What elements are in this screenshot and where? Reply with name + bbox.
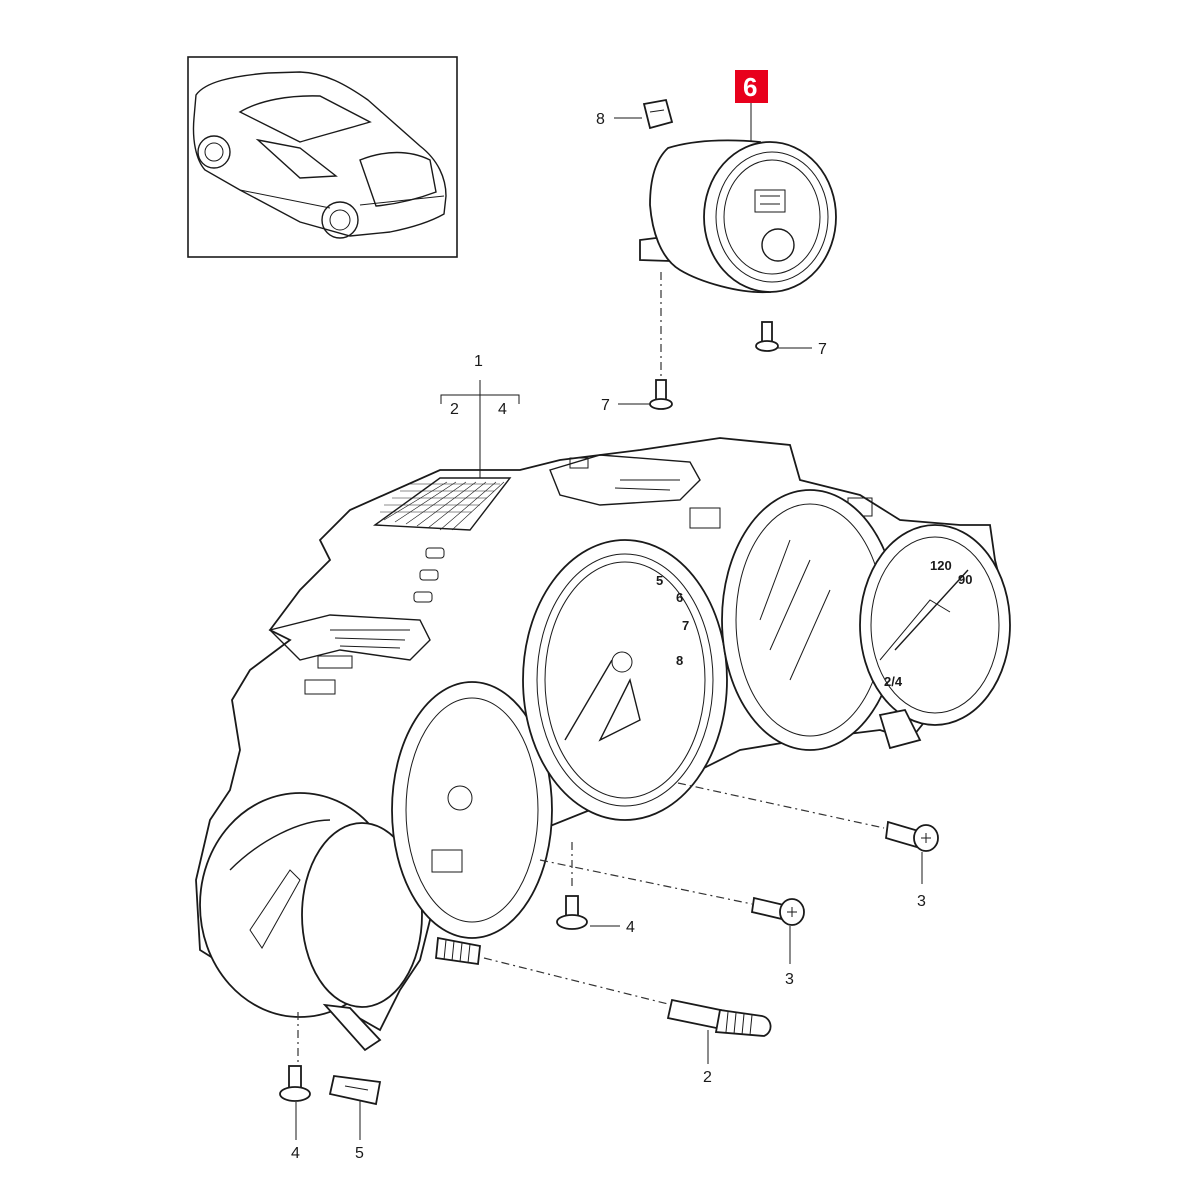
callout-1: 1	[474, 353, 483, 370]
speedo-mark-90: 90	[958, 572, 972, 587]
speedo-mark-2-4: 2/4	[884, 674, 903, 689]
part-5-clip[interactable]	[328, 1075, 382, 1106]
part-4-screw-middle[interactable]	[556, 895, 588, 930]
part-1-instrument-cluster[interactable]	[195, 437, 1011, 1052]
part-4-screw-bottom[interactable]	[279, 1065, 311, 1102]
callout-8: 8	[596, 111, 605, 128]
car-icon	[192, 71, 447, 239]
part-2-knob-sleeve	[435, 936, 481, 966]
part-2-reset-knob[interactable]	[666, 998, 772, 1037]
part-3-screw-lower[interactable]	[750, 896, 805, 926]
callout-5: 5	[355, 1145, 364, 1162]
tacho-mark-6: 6	[676, 590, 683, 605]
tacho-mark-8: 8	[676, 653, 683, 668]
callout-1-sub-2: 2	[450, 401, 459, 418]
part-7-screw-upper[interactable]	[755, 321, 779, 352]
callout-6-text: 6	[743, 72, 757, 102]
callout-4-bottom: 4	[291, 1145, 300, 1162]
speedo-mark-120: 120	[930, 558, 952, 573]
callout-2: 2	[703, 1069, 712, 1086]
callout-4-middle: 4	[626, 919, 635, 936]
part-8-clip[interactable]	[642, 98, 674, 130]
tacho-dial-marks: 5 6 7 8	[656, 573, 689, 668]
callout-1-sub-4: 4	[498, 401, 507, 418]
callout-3-lower: 3	[785, 971, 794, 988]
speedo-dial-marks: 120 90 2/4	[884, 558, 972, 689]
part-3-screw-upper[interactable]	[885, 820, 939, 852]
callout-6-highlight: 6	[735, 70, 768, 103]
tacho-mark-5: 5	[656, 573, 663, 588]
part-7-screw-lower[interactable]	[649, 379, 673, 410]
vehicle-location-inset	[187, 56, 458, 258]
callout-7-upper: 7	[818, 341, 827, 358]
tacho-mark-7: 7	[682, 618, 689, 633]
callout-7-lower: 7	[601, 397, 610, 414]
callout-3-upper: 3	[917, 893, 926, 910]
part-6-clock-gauge[interactable]	[639, 139, 837, 294]
